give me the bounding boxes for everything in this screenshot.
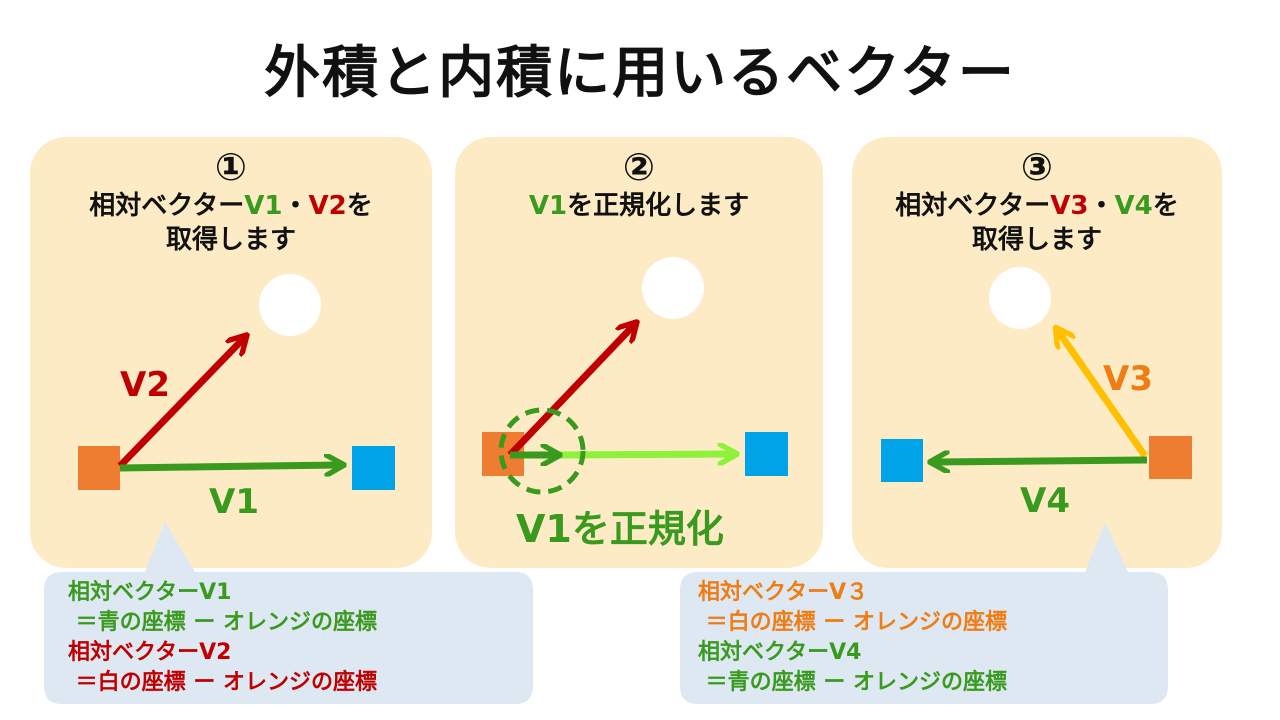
step-3-description: 相対ベクターV3・V4を 取得します [852, 189, 1222, 257]
desc-line2: 取得します [165, 225, 296, 255]
desc-rest: を正規化します [567, 191, 750, 221]
desc-v1: V1 [528, 191, 568, 221]
blue-square [881, 439, 923, 482]
desc-suffix: を [1152, 191, 1179, 221]
desc-line2: 取得します [971, 225, 1102, 255]
callout-v1-title: 相対ベクターV1 [68, 580, 232, 605]
callout-v3-title: 相対ベクターV３ [698, 580, 869, 605]
desc-prefix: 相対ベクター [89, 191, 245, 221]
normalize-caption: V1を正規化 [516, 507, 724, 551]
blue-square [352, 446, 395, 490]
panel-step-2: ② V1を正規化します [455, 137, 823, 568]
step-2-description: V1を正規化します [455, 189, 823, 223]
vector-v1-arrow [119, 465, 340, 468]
blue-square [745, 432, 788, 476]
white-circle [642, 257, 704, 319]
orange-square [78, 446, 120, 490]
callout-v4-title: 相対ベクターV4 [698, 640, 862, 665]
callout-v2-formula: ＝白の座標 ー オレンジの座標 [68, 670, 377, 695]
step-number-2: ② [622, 145, 656, 189]
callout-v3-formula: ＝白の座標 ー オレンジの座標 [698, 610, 1007, 635]
callout-right-bubble [680, 522, 1168, 704]
desc-suffix: を [346, 191, 373, 221]
desc-v1: V1 [244, 191, 283, 221]
vector-v2-arrow [507, 325, 634, 458]
callout-v4-formula: ＝青の座標 ー オレンジの座標 [698, 670, 1007, 695]
page-title: 外積と内積に用いるベクター [264, 41, 1016, 106]
desc-v4: V4 [1114, 191, 1153, 221]
caption-v1: V1 [516, 507, 572, 551]
callout-left-bubble [44, 522, 533, 704]
callout-left: 相対ベクターV1 ＝青の座標 ー オレンジの座標 相対ベクターV2 ＝白の座標 … [68, 578, 377, 698]
caption-rest: を正規化 [572, 507, 724, 551]
desc-sep: ・ [1088, 191, 1115, 221]
label-v3: V3 [1103, 359, 1153, 399]
desc-v2: V2 [308, 191, 347, 221]
desc-sep: ・ [282, 191, 309, 221]
desc-prefix: 相対ベクター [895, 191, 1051, 221]
panel-step-3: ③ 相対ベクターV3・V4を 取得します [852, 137, 1222, 568]
step-number-3: ③ [1020, 145, 1054, 189]
desc-v3: V3 [1050, 191, 1089, 221]
white-circle [259, 274, 321, 336]
white-circle [989, 267, 1051, 329]
step-number-1: ① [214, 145, 248, 189]
vector-v4-arrow [934, 460, 1148, 462]
label-v1: V1 [209, 482, 259, 522]
normalize-highlight-circle [498, 407, 586, 495]
callout-v1-formula: ＝青の座標 ー オレンジの座標 [68, 610, 377, 635]
label-v4: V4 [1020, 481, 1070, 521]
vector-v1-arrow [559, 454, 733, 455]
label-v2: V2 [120, 365, 170, 405]
step-1-description: 相対ベクターV1・V2を 取得します [30, 189, 432, 257]
callout-v2-title: 相対ベクターV2 [68, 640, 232, 665]
vector-v2-arrow [117, 338, 244, 469]
vector-v3-arrow [1058, 331, 1148, 458]
orange-square [1149, 436, 1192, 479]
callout-right: 相対ベクターV３ ＝白の座標 ー オレンジの座標 相対ベクターV4 ＝青の座標 … [698, 578, 1007, 698]
